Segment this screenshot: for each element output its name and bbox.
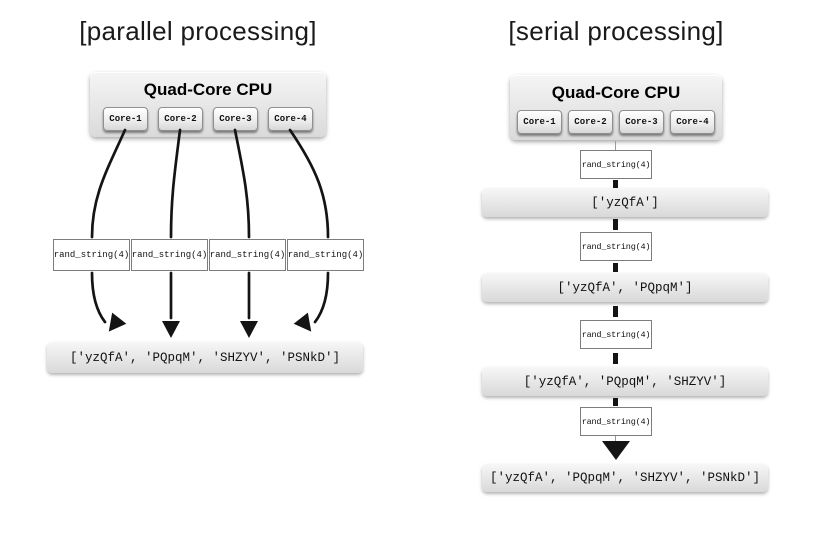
connector-dash — [613, 263, 618, 272]
core-2: Core-2 — [158, 107, 203, 131]
connector-line — [615, 436, 616, 441]
connector-line — [615, 141, 616, 150]
parallel-task-row: rand_string(4) rand_string(4) rand_strin… — [53, 239, 364, 271]
parallel-cpu-box: Quad-Core CPU Core-1 Core-2 Core-3 Core-… — [90, 72, 326, 137]
parallel-title: [parallel processing] — [79, 16, 317, 46]
serial-cpu-box: Quad-Core CPU Core-1 Core-2 Core-3 Core-… — [510, 75, 722, 140]
core-2: Core-2 — [568, 110, 613, 134]
step-1-task-box: rand_string(4) — [580, 150, 652, 179]
serial-cpu-title: Quad-Core CPU — [551, 83, 681, 102]
task-box-4: rand_string(4) — [287, 239, 364, 271]
core-3: Core-3 — [213, 107, 258, 131]
serial-title: [serial processing] — [508, 16, 724, 46]
task-box-2: rand_string(4) — [131, 239, 208, 271]
parallel-cpu-title: Quad-Core CPU — [143, 80, 273, 99]
step-2-result-box: ['yzQfA', 'PQpqM'] — [482, 273, 768, 302]
connector-dash — [613, 219, 618, 230]
parallel-core-row: Core-1 Core-2 Core-3 Core-4 — [90, 107, 326, 131]
step-3-result-box: ['yzQfA', 'PQpqM', 'SHZYV'] — [482, 367, 768, 396]
task-box-1: rand_string(4) — [53, 239, 130, 271]
step-4-result-box: ['yzQfA', 'PQpqM', 'SHZYV', 'PSNkD'] — [482, 464, 768, 492]
core-1: Core-1 — [517, 110, 562, 134]
task-box-3: rand_string(4) — [209, 239, 286, 271]
serial-core-row: Core-1 Core-2 Core-3 Core-4 — [510, 110, 722, 134]
task-to-result-arrows — [90, 271, 330, 324]
connector-dash — [613, 398, 618, 406]
arrowhead-icon — [602, 441, 630, 460]
step-4-task-box: rand_string(4) — [580, 407, 652, 436]
step-1-result-box: ['yzQfA'] — [482, 188, 768, 217]
connector-dash — [613, 353, 618, 364]
core-1: Core-1 — [103, 107, 148, 131]
step-3-task-box: rand_string(4) — [580, 320, 652, 349]
parallel-result-box: ['yzQfA', 'PQpqM', 'SHZYV', 'PSNkD'] — [47, 342, 363, 373]
step-2-task-box: rand_string(4) — [580, 232, 652, 261]
core-3: Core-3 — [619, 110, 664, 134]
arrowhead-icons — [108, 312, 312, 338]
connector-dash — [613, 306, 618, 317]
core-4: Core-4 — [268, 107, 313, 131]
core-to-task-arrows — [90, 128, 330, 239]
core-4: Core-4 — [670, 110, 715, 134]
connector-dash — [613, 180, 618, 188]
